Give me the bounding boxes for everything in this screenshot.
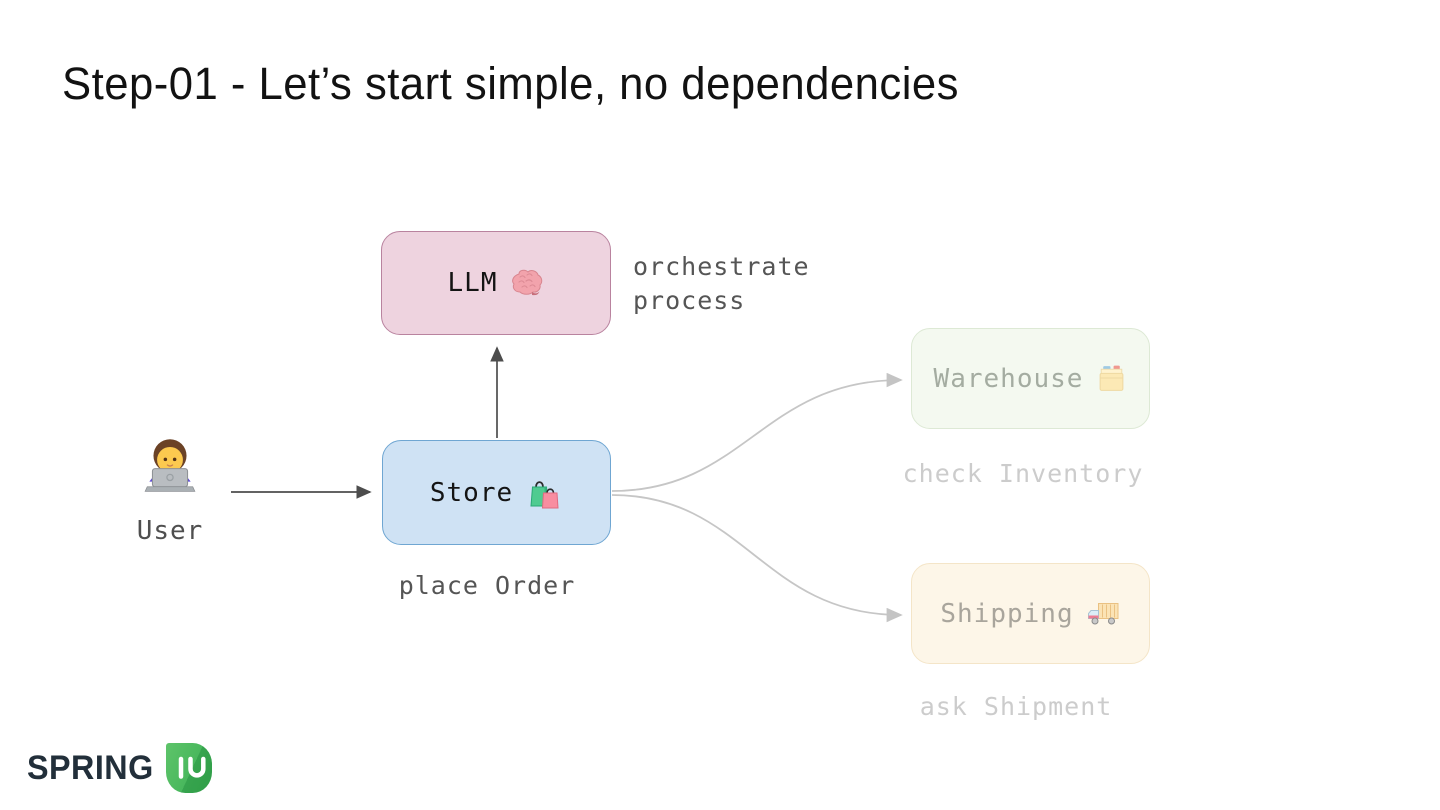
shipping-node-label: Shipping [940,598,1074,629]
check-inventory-label: check Inventory [902,459,1144,488]
card-file-box-icon [1100,365,1124,391]
ask-shipment-label: ask Shipment [919,692,1113,721]
spring-brand-text: SPRING [27,748,154,787]
woman-technologist-icon [144,439,196,492]
user-label: User [136,516,204,546]
place-order-label: place Order [398,571,576,600]
brain-icon [512,269,543,296]
store-node: Store [382,440,611,545]
orchestrate-process-label: orchestrate process [633,250,810,318]
store-node-label: Store [429,477,514,508]
spring-io-leaf-icon [166,743,213,793]
warehouse-node-label: Warehouse [933,363,1084,394]
orchestrate-line: orchestrate [633,252,810,281]
shopping-bags-icon [530,480,559,508]
llm-node-label: LLM [447,268,498,298]
arrow-store-to-shipping [611,494,903,623]
delivery-truck-icon [1087,603,1119,625]
process-line: process [633,286,746,315]
llm-node: LLM [381,231,611,335]
slide-title: Step-01 - Let’s start simple, no depende… [62,58,959,109]
warehouse-node: Warehouse [911,328,1150,429]
spring-io-logo: SPRING [27,743,213,793]
shipping-node: Shipping [911,563,1150,664]
arrow-store-to-warehouse [611,372,903,492]
